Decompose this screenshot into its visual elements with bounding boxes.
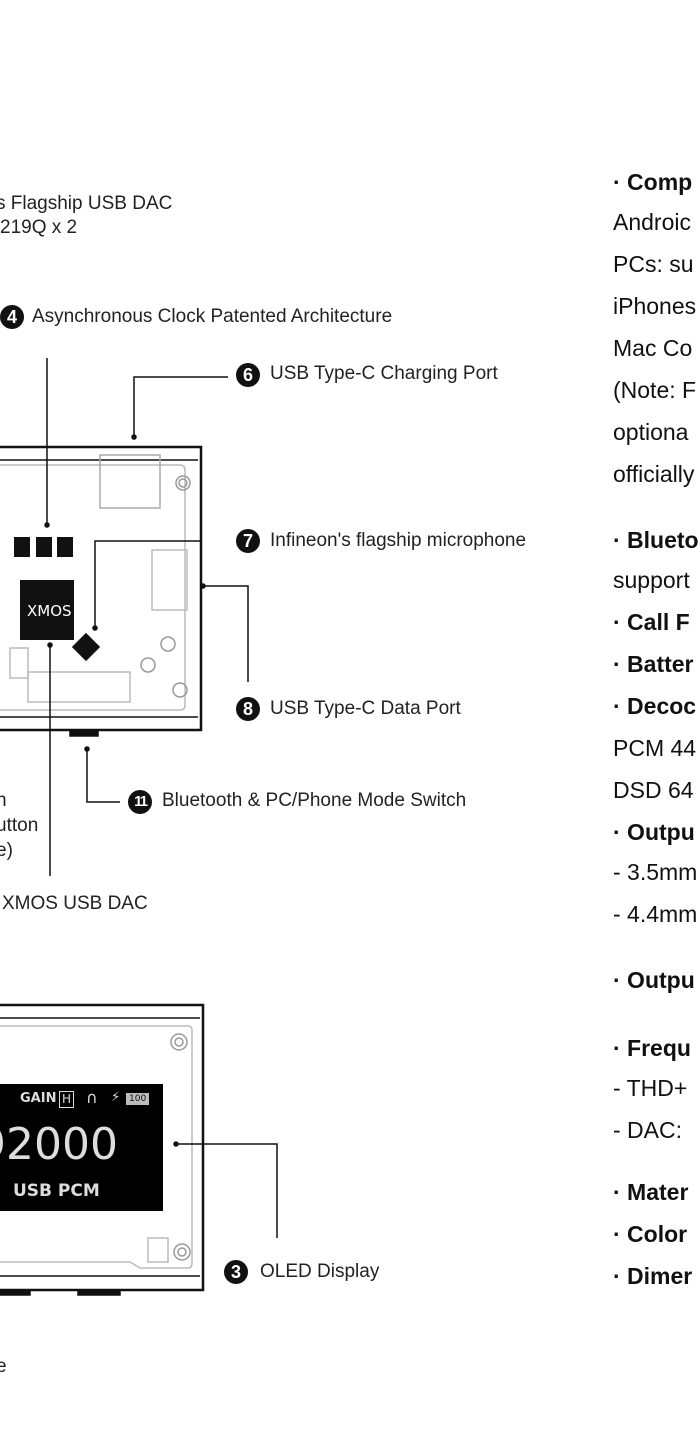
spec-line: (Note: F: [613, 377, 697, 403]
number-badge-6: 6: [236, 363, 260, 387]
screw-hole: [172, 682, 188, 698]
spec-heading: · Call F: [613, 609, 690, 635]
mode-switch: [69, 729, 99, 737]
xmos-chip: [20, 580, 74, 640]
number-badge-7: 7: [236, 529, 260, 553]
charging-icon: ⚡: [111, 1090, 121, 1105]
label-button-line1: n: [0, 790, 7, 811]
label-mode-switch: Bluetooth & PC/Phone Mode Switch: [162, 790, 467, 811]
oled-sample-rate: 92000: [0, 1119, 118, 1170]
spec-heading: · Outpu: [613, 819, 695, 845]
spec-line: Androic: [613, 209, 691, 235]
label-button-line3: e): [0, 840, 13, 861]
spec-heading: · Comp: [613, 169, 693, 195]
screw-hole: [178, 478, 188, 488]
label-oled-display: OLED Display: [260, 1261, 380, 1282]
headphone-icon: ∩: [86, 1088, 98, 1107]
spec-heading: · Color: [613, 1221, 688, 1247]
spec-line: - DAC:: [613, 1117, 682, 1143]
oled-gain-label: GAIN: [20, 1091, 57, 1106]
oled-source: USB PCM: [13, 1181, 100, 1201]
spec-heading: · Blueto: [613, 527, 699, 553]
label-data-port: USB Type-C Data Port: [270, 698, 461, 719]
microphone-chip: [71, 632, 101, 662]
number-badge-11: 11: [128, 790, 152, 814]
spec-line: - THD+: [613, 1075, 688, 1101]
spec-line: iPhones: [613, 293, 697, 319]
spec-heading: · Decoc: [613, 693, 697, 719]
battery-indicator: 100: [126, 1093, 150, 1105]
spec-heading: · Mater: [613, 1179, 689, 1205]
label-charging-port: USB Type-C Charging Port: [270, 363, 498, 384]
xmos-chip-label: XMOS: [27, 602, 72, 620]
spec-line: DSD 64: [613, 777, 694, 803]
spec-line: PCs: su: [613, 251, 694, 277]
number-badge-3: 3: [224, 1260, 248, 1284]
label-microphone: Infineon's flagship microphone: [270, 530, 527, 551]
spec-line: Mac Co: [613, 335, 693, 361]
oled-screen: [0, 1084, 163, 1211]
screw-hole: [140, 657, 156, 673]
label-async-clock: Asynchronous Clock Patented Architecture: [32, 306, 393, 327]
spec-heading: · Batter: [613, 651, 694, 677]
spec-line: support: [613, 567, 690, 593]
spec-heading: · Outpu: [613, 967, 695, 993]
screw-hole: [160, 636, 176, 652]
screw-hole: [175, 475, 191, 491]
oled-gain-value: H: [59, 1091, 75, 1108]
usb-c-data-port: [151, 549, 188, 611]
spec-line: optiona: [613, 419, 689, 445]
number-badge-8: 8: [236, 697, 260, 721]
spec-line: - 4.4mm: [613, 901, 698, 927]
dac-chips: [14, 537, 73, 557]
spec-line: officially: [613, 461, 695, 487]
spec-heading: · Dimer: [613, 1263, 693, 1289]
spec-heading: · Frequ: [613, 1035, 691, 1061]
label-xmos-dac: XMOS USB DAC: [2, 893, 148, 914]
spec-line: - 3.5mm: [613, 859, 698, 885]
number-badge-4: 4: [0, 305, 24, 329]
label-flagship-dac: s Flagship USB DAC: [0, 193, 173, 214]
pcb-outline: [0, 464, 186, 711]
label-button-line2: utton: [0, 815, 39, 836]
label-bottom-fragment: e: [0, 1356, 7, 1377]
label-dac-chip-count: 219Q x 2: [0, 217, 78, 238]
usb-c-charging-port: [99, 454, 161, 509]
spec-line: PCM 44: [613, 735, 697, 761]
